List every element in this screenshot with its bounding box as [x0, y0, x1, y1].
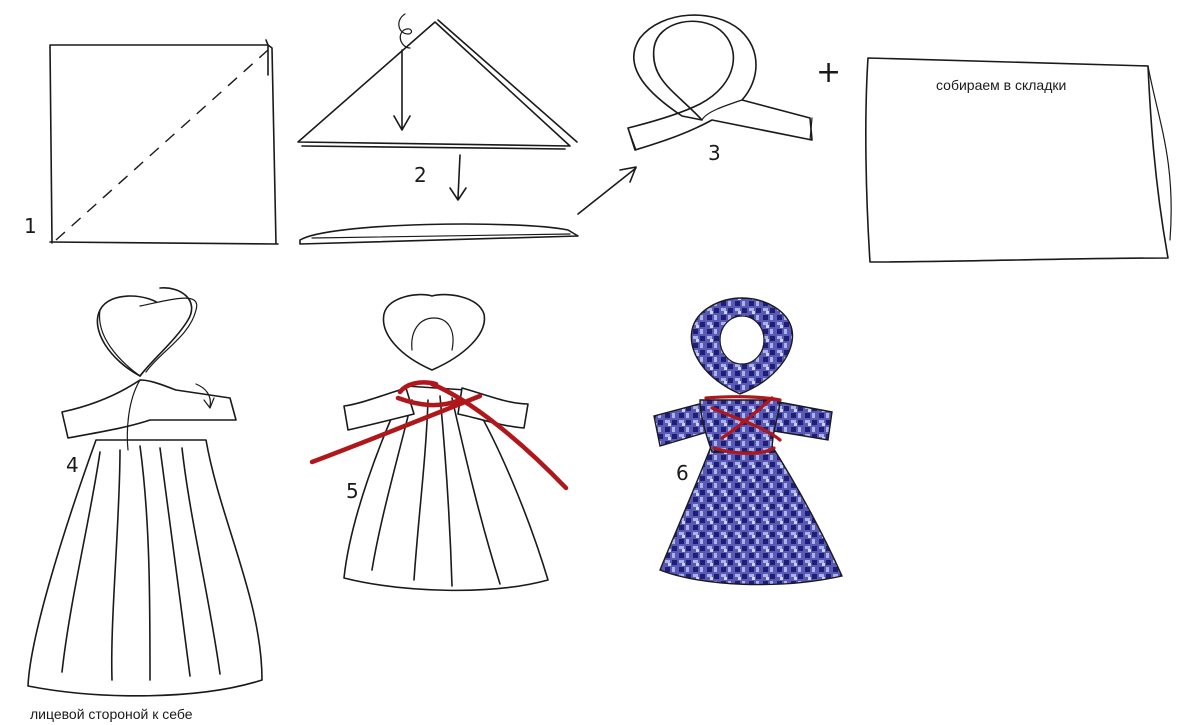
step-4-number: 4	[66, 453, 79, 477]
step-5-doll: 5	[312, 295, 566, 591]
step-6-number: 6	[676, 461, 689, 485]
plus-sign: +	[816, 55, 841, 90]
step-3-loop: 3	[628, 15, 812, 165]
pleats-caption: собираем в складки	[936, 77, 1066, 93]
step-2-number: 2	[414, 163, 427, 187]
step-2-strip: 2	[300, 155, 578, 244]
pleat-cloth: собираем в складки	[866, 58, 1171, 262]
step-3-number: 3	[708, 141, 721, 165]
step-1-square: 1	[24, 40, 278, 244]
step-5-number: 5	[346, 479, 359, 503]
step-6-doll: 6	[654, 298, 842, 585]
step-2-triangle	[298, 14, 577, 149]
step-1-number: 1	[24, 214, 37, 238]
arrow-to-step-3	[578, 167, 636, 214]
step-4-doll: 4 лицевой стороной к себе	[28, 288, 262, 722]
face-toward-caption: лицевой стороной к себе	[30, 706, 193, 722]
